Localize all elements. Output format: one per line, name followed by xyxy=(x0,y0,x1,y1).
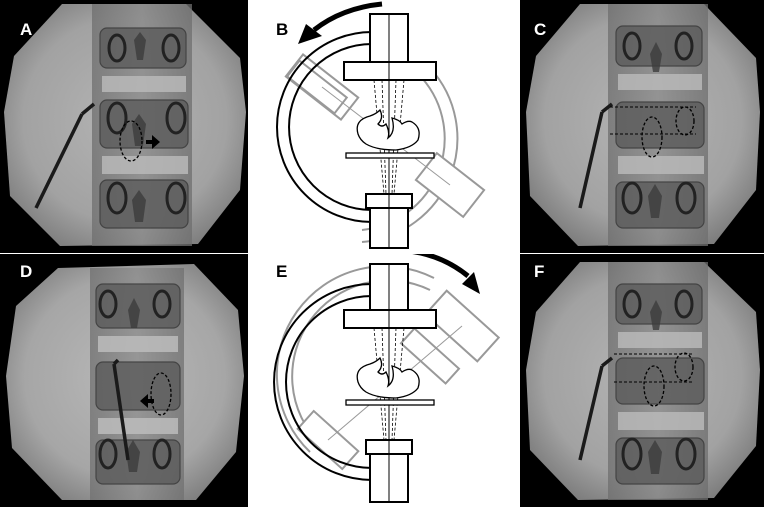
rotation-arrowhead-e xyxy=(462,272,480,294)
pedicles-f xyxy=(621,289,697,471)
spinous-processes-d xyxy=(126,298,140,472)
panel-label-f: F xyxy=(534,262,545,281)
xray-panel-a: A xyxy=(0,0,248,253)
needle-tip-d xyxy=(112,358,120,366)
xray-panel-d: D xyxy=(0,254,248,507)
needle-tip-f xyxy=(600,356,614,368)
dashed-ellipse-f xyxy=(643,365,665,407)
guide-lines-c xyxy=(610,106,696,135)
table-b xyxy=(345,152,435,159)
rotation-arrow-b xyxy=(312,1,383,32)
needle-d xyxy=(112,363,130,461)
pedicles-a xyxy=(106,33,187,215)
rotation-arrowhead-b xyxy=(298,24,322,44)
c-arm-diagram-e xyxy=(273,254,501,503)
needle-c xyxy=(578,111,604,209)
needle-tip-c xyxy=(600,102,614,114)
xray-panel-f: F xyxy=(520,254,764,507)
dashed-ellipse-pedicle-c xyxy=(675,106,695,136)
arrow-right-a xyxy=(146,135,160,149)
table-e xyxy=(345,399,435,406)
dashed-ellipse-d xyxy=(150,372,172,416)
c-arm-diagram-b xyxy=(276,1,486,249)
c-arm-b xyxy=(276,13,437,249)
disc-spaces-d xyxy=(98,336,178,434)
panel-label-b: B xyxy=(276,20,289,39)
arrow-left-d xyxy=(140,394,154,408)
vertebra-sketch-e xyxy=(356,356,420,399)
panel-label-d: D xyxy=(20,262,33,281)
fluoroscopy-image-a xyxy=(4,4,246,246)
disc-spaces-f xyxy=(618,332,704,430)
pedicles-c xyxy=(621,31,697,215)
spinous-processes-c xyxy=(648,42,662,218)
disc-spaces-c xyxy=(618,74,704,174)
fluoroscopy-image-f xyxy=(526,262,760,500)
diagram-panel-b: B xyxy=(262,0,508,253)
panel-label-e: E xyxy=(276,262,288,281)
needle-a xyxy=(34,113,84,209)
c-arm-rotated-b xyxy=(284,53,486,243)
fluoroscopy-image-c xyxy=(526,4,760,246)
dashed-ellipse-c xyxy=(641,116,663,158)
dashed-ellipse-pedicle-f xyxy=(674,352,694,382)
diagram-panel-e: E xyxy=(262,254,508,507)
fluoroscopy-image-d xyxy=(6,264,244,500)
c-arm-rotated-e xyxy=(275,265,501,471)
disc-spaces-a xyxy=(102,76,188,174)
spinous-processes-f xyxy=(648,300,662,474)
dashed-ellipse-a xyxy=(119,120,143,162)
c-arm-e xyxy=(273,263,437,503)
needle-tip-a xyxy=(80,102,96,116)
pedicles-d xyxy=(98,289,172,470)
rotation-arrow-e xyxy=(411,254,470,278)
panel-label-a: A xyxy=(20,20,33,39)
needle-f xyxy=(578,365,604,461)
guide-lines-f xyxy=(614,353,694,383)
panel-label-c: C xyxy=(534,20,547,39)
xray-panel-c: C xyxy=(520,0,764,253)
vertebra-sketch-b xyxy=(356,108,420,151)
